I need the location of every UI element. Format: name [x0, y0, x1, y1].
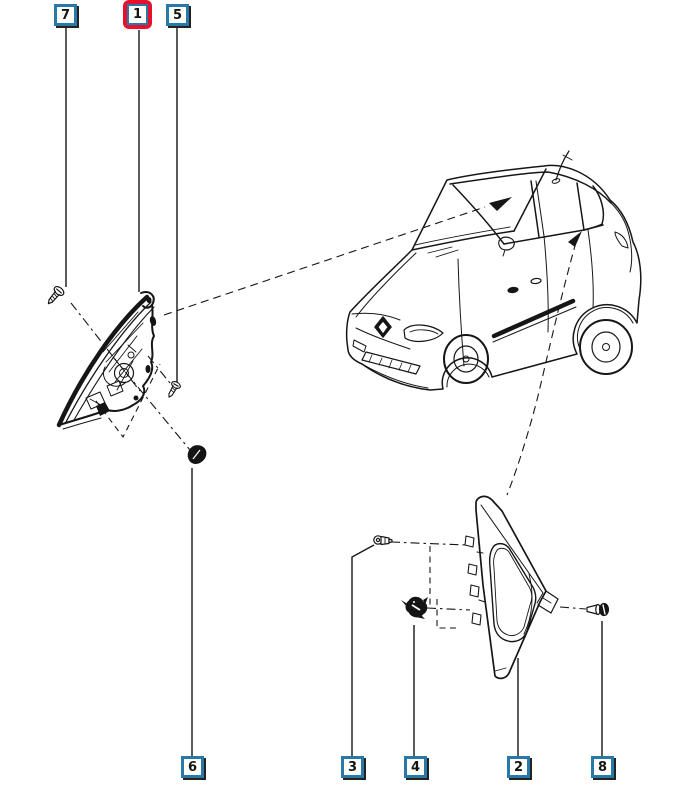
grommet-4[interactable] [401, 596, 428, 619]
callout-stems [65, 26, 603, 756]
car-illustration [345, 150, 642, 391]
leader-mirror-to-car [163, 206, 486, 316]
screw-8[interactable] [586, 602, 610, 617]
leader-arrow-front [489, 197, 512, 211]
callout-7-label: 7 [60, 7, 71, 23]
callout-3[interactable]: 3 [341, 756, 364, 778]
callout-1: 1 [127, 4, 148, 25]
callout-2[interactable]: 2 [507, 756, 530, 778]
callout-8[interactable]: 8 [591, 756, 614, 778]
callout-8-label: 8 [597, 759, 608, 775]
callout-5-label: 5 [172, 7, 183, 23]
callout-6-label: 6 [187, 759, 198, 775]
clip-3[interactable] [373, 535, 393, 546]
callout-4[interactable]: 4 [404, 756, 427, 778]
callout-7[interactable]: 7 [54, 4, 77, 26]
mirror-base-trim-assembly[interactable] [56, 291, 157, 430]
callout-6[interactable]: 6 [181, 756, 204, 778]
callout-1-label: 1 [132, 7, 143, 22]
callout-3-label: 3 [347, 759, 358, 775]
quarter-fastener-axis-lines [390, 541, 587, 629]
clip-6[interactable] [187, 445, 207, 464]
leader-quarter-to-car [506, 241, 577, 496]
callout-2-label: 2 [513, 759, 524, 775]
quarter-window-trim-panel[interactable] [464, 495, 559, 680]
screw-5[interactable] [165, 380, 182, 399]
screw-7[interactable] [44, 285, 65, 307]
callout-1-highlight[interactable]: 1 [123, 0, 152, 29]
callout-4-label: 4 [410, 759, 421, 775]
leader-lines [163, 197, 582, 496]
callout-5[interactable]: 5 [166, 4, 189, 26]
stem-3 [351, 544, 375, 756]
mirror-fastener-axis-lines [70, 302, 191, 451]
leader-arrow-rear [568, 231, 582, 247]
